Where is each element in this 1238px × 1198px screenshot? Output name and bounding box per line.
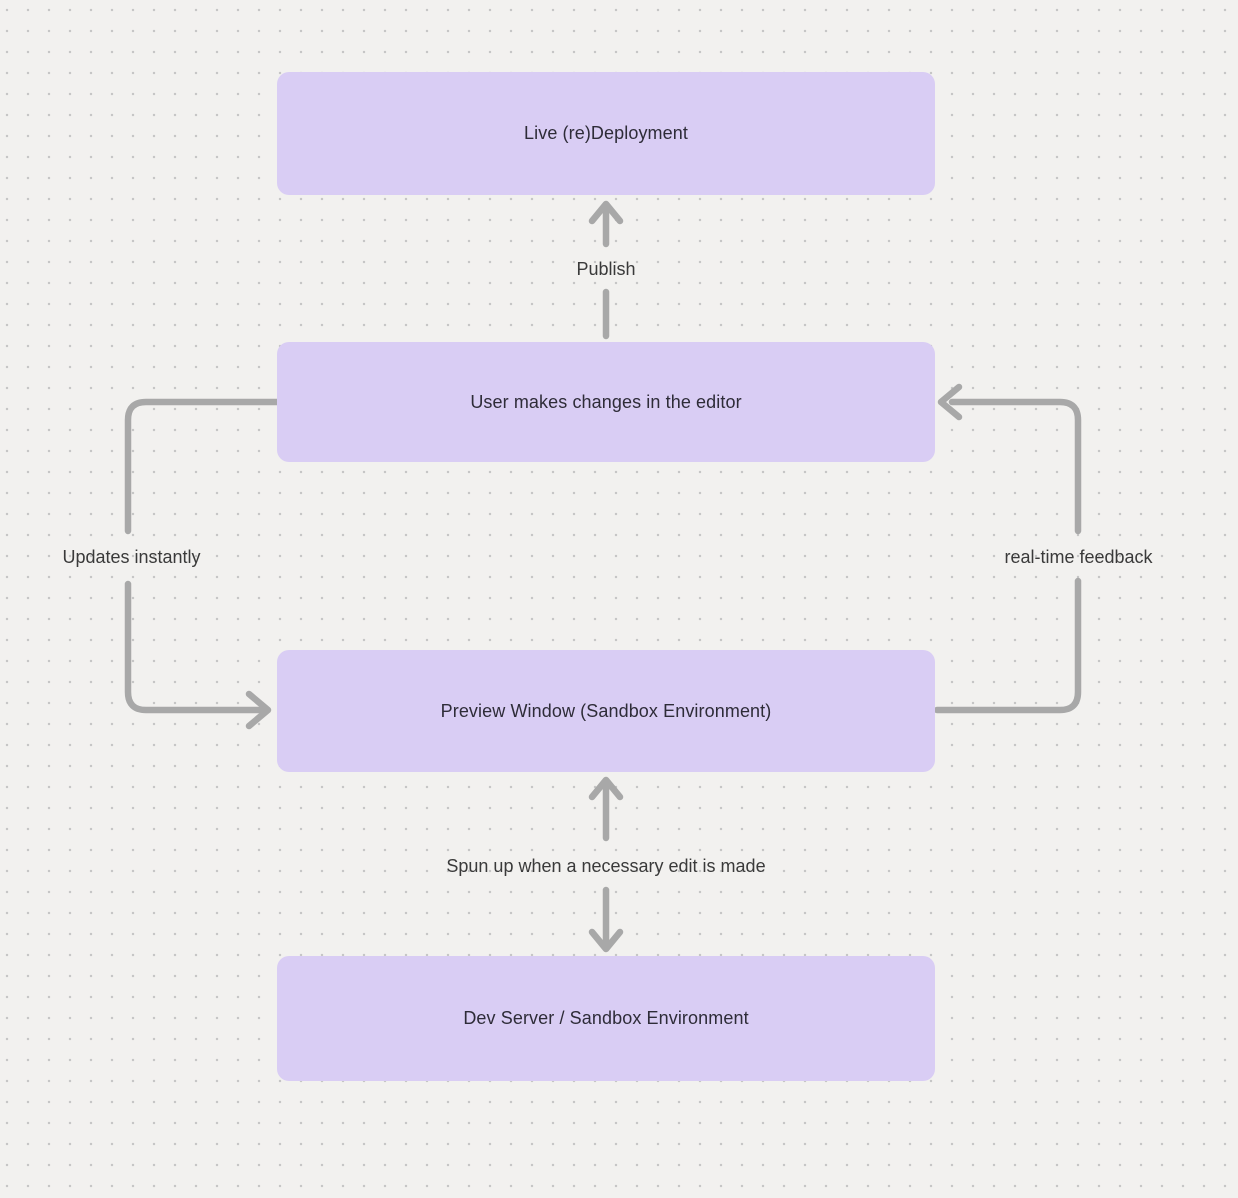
edge-label-updates-instantly: Updates instantly [62,547,201,567]
edge-label-publish: Publish [576,259,636,279]
node-preview-window[interactable]: Preview Window (Sandbox Environment) [277,650,935,772]
node-user-changes-label: User makes changes in the editor [470,391,742,412]
feedback-curve-lower [933,577,1082,714]
edge-label-spun-up: Spun up when a necessary edit is made [446,856,766,876]
spunup-arrowhead-down-icon [588,928,624,953]
edge-label-real-time-feedback: real-time feedback [1004,547,1153,567]
updates-curve-lower [124,580,266,714]
node-dev-server-label: Dev Server / Sandbox Environment [463,1008,749,1028]
publish-arrowhead-up-icon [588,200,624,225]
feedback-arrowhead-left-icon [937,383,963,421]
node-live-deployment-label: Live (re)Deployment [524,123,688,143]
feedback-curve-upper [948,398,1082,535]
node-live-deployment[interactable]: Live (re)Deployment [277,72,935,195]
updates-arrowhead-right-icon [245,690,272,730]
spunup-arrowhead-up-icon [588,776,624,801]
node-preview-window-label: Preview Window (Sandbox Environment) [440,700,772,721]
updates-curve-upper [124,398,281,535]
node-dev-server[interactable]: Dev Server / Sandbox Environment [277,956,935,1081]
node-user-changes[interactable]: User makes changes in the editor [277,342,935,462]
